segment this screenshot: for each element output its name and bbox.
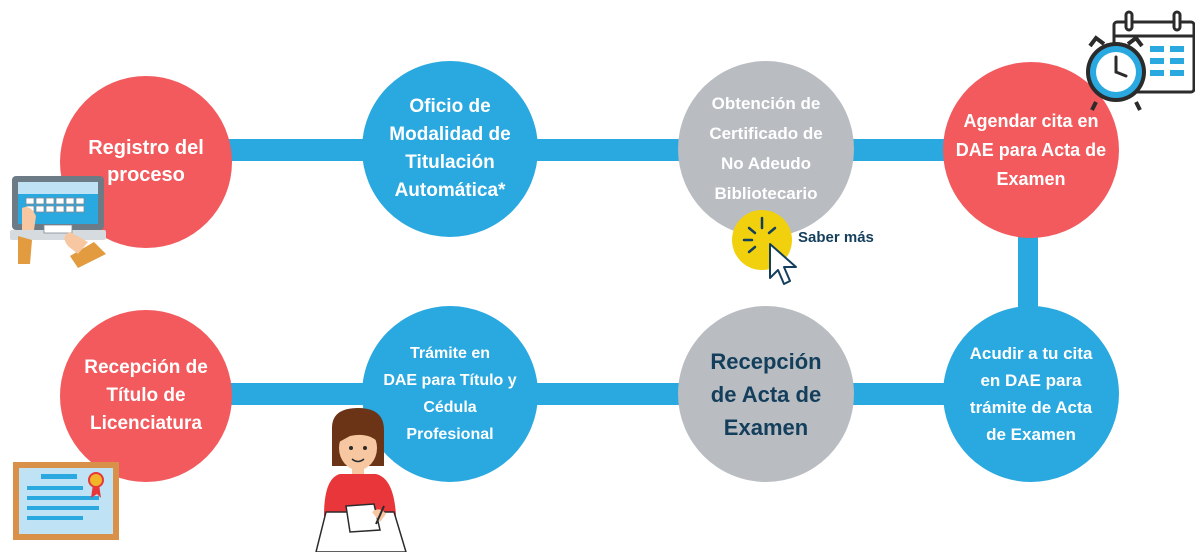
saber-mas-link[interactable]: Saber más: [798, 229, 874, 246]
step-oficio: Oficio de Modalidad de Titulación Automá…: [362, 61, 538, 237]
step-agendar: Agendar cita en DAE para Acta de Examen: [943, 62, 1119, 238]
person-writing-icon: [315, 408, 407, 552]
step-recepcion-acta: Recepción de Acta de Examen: [678, 306, 854, 482]
connector-line-top: [130, 139, 1030, 161]
certificate-icon: [13, 462, 119, 540]
step-tramite: Trámite en DAE para Título y Cédula Prof…: [362, 306, 538, 482]
step-recepcion-titulo: Recepción de Título de Licenciatura: [60, 310, 232, 482]
step-recepcion-titulo-label: Recepción de Título de Licenciatura: [84, 357, 208, 434]
step-certificado-label: Obtención de Certificado de No Adeudo Bi…: [709, 94, 823, 203]
step-acudir-label: Acudir a tu cita en DAE para trámite de …: [969, 344, 1093, 444]
step-registro-label: Registro del proceso: [88, 137, 204, 186]
step-acudir: Acudir a tu cita en DAE para trámite de …: [943, 306, 1119, 482]
step-recepcion-acta-label: Recepción de Acta de Examen: [710, 348, 822, 440]
laptop-typing-icon: [10, 176, 106, 268]
step-agendar-label: Agendar cita en DAE para Acta de Examen: [955, 110, 1107, 189]
calendar-clock-icon: [1086, 10, 1195, 111]
click-cursor-icon[interactable]: [730, 208, 812, 288]
step-certificado[interactable]: Obtención de Certificado de No Adeudo Bi…: [678, 61, 854, 237]
step-tramite-label: Trámite en DAE para Título y Cédula Prof…: [383, 345, 517, 443]
step-oficio-label: Oficio de Modalidad de Titulación Automá…: [389, 96, 511, 201]
connector-line-bottom: [150, 383, 1030, 405]
